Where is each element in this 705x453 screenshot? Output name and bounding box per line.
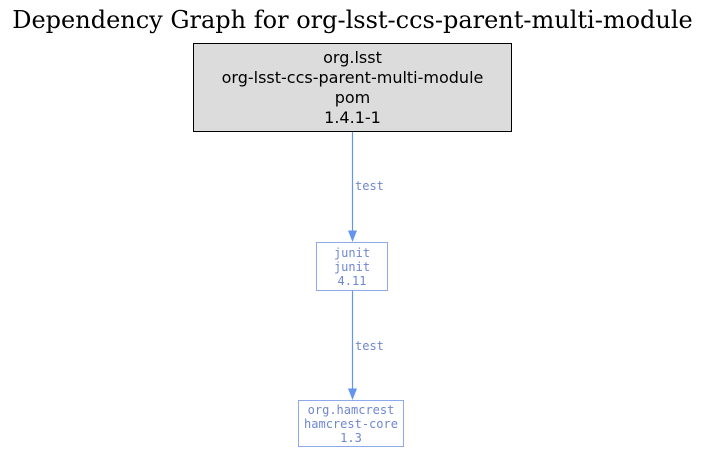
node-hamcrest: org.hamcrest hamcrest-core 1.3 [298,400,404,447]
node-junit-group-id: junit [333,246,371,260]
node-root-packaging: pom [334,88,371,107]
node-root-artifact-id: org-lsst-ccs-parent-multi-module [221,68,484,87]
edge-label-test-1: test [355,179,384,193]
edge-test-2-arrowhead-icon [348,388,357,400]
node-hamcrest-version: 1.3 [340,431,362,445]
edge-label-test-2: test [355,339,384,353]
node-root-version: 1.4.1-1 [324,108,381,127]
node-hamcrest-artifact-id: hamcrest-core [304,417,398,431]
node-root-group-id: org.lsst [323,48,382,67]
node-junit: junit junit 4.11 [316,242,388,291]
node-junit-artifact-id: junit [333,260,371,274]
node-junit-version: 4.11 [337,274,367,288]
edge-test-1-arrowhead-icon [348,230,357,242]
node-root-module: org.lsst org-lsst-ccs-parent-multi-modul… [193,43,512,132]
node-hamcrest-group-id: org.hamcrest [307,403,395,417]
page-title: Dependency Graph for org-lsst-ccs-parent… [12,6,693,34]
